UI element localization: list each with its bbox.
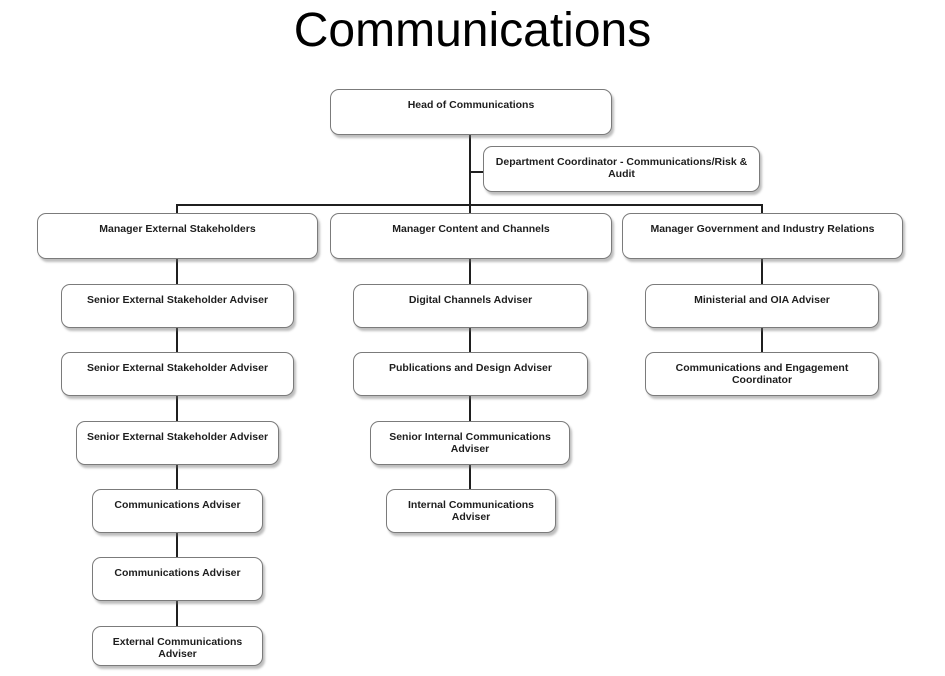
node-manager-government-industry-relations: Manager Government and Industry Relation… bbox=[622, 213, 903, 259]
connector-left-seg-4 bbox=[176, 465, 178, 490]
connector-left-seg-3 bbox=[176, 396, 178, 422]
connector-left-seg-5 bbox=[176, 533, 178, 558]
connector-manager-left-stub bbox=[176, 204, 178, 214]
node-communications-engagement-coordinator: Communications and Engagement Coordinato… bbox=[645, 352, 879, 396]
node-digital-channels-adviser: Digital Channels Adviser bbox=[353, 284, 588, 328]
connector-managers-horizontal bbox=[176, 204, 763, 206]
connector-middle-seg-2 bbox=[469, 328, 471, 353]
node-external-communications-adviser: External Communications Adviser bbox=[92, 626, 263, 666]
connector-right-seg-2 bbox=[761, 328, 763, 353]
node-publications-and-design-adviser: Publications and Design Adviser bbox=[353, 352, 588, 396]
connector-middle-seg-3 bbox=[469, 396, 471, 422]
node-communications-adviser-2: Communications Adviser bbox=[92, 557, 263, 601]
connector-left-seg-6 bbox=[176, 601, 178, 627]
connector-manager-right-stub bbox=[761, 204, 763, 214]
connector-coordinator-stub bbox=[469, 171, 483, 173]
node-senior-external-stakeholder-adviser-2: Senior External Stakeholder Adviser bbox=[61, 352, 294, 396]
node-internal-communications-adviser: Internal Communications Adviser bbox=[386, 489, 556, 533]
connector-middle-seg-1 bbox=[469, 259, 471, 285]
node-manager-external-stakeholders: Manager External Stakeholders bbox=[37, 213, 318, 259]
connector-middle-seg-4 bbox=[469, 465, 471, 490]
connector-right-seg-1 bbox=[761, 259, 763, 285]
node-senior-external-stakeholder-adviser-3: Senior External Stakeholder Adviser bbox=[76, 421, 279, 465]
page-title: Communications bbox=[293, 4, 652, 57]
connector-left-seg-2 bbox=[176, 328, 178, 353]
node-ministerial-and-oia-adviser: Ministerial and OIA Adviser bbox=[645, 284, 879, 328]
node-head-of-communications: Head of Communications bbox=[330, 89, 612, 135]
connector-head-vertical bbox=[469, 135, 471, 213]
node-department-coordinator: Department Coordinator - Communications/… bbox=[483, 146, 760, 192]
node-senior-external-stakeholder-adviser-1: Senior External Stakeholder Adviser bbox=[61, 284, 294, 328]
node-communications-adviser-1: Communications Adviser bbox=[92, 489, 263, 533]
node-senior-internal-communications-adviser: Senior Internal Communications Adviser bbox=[370, 421, 570, 465]
node-manager-content-and-channels: Manager Content and Channels bbox=[330, 213, 612, 259]
connector-left-seg-1 bbox=[176, 259, 178, 285]
